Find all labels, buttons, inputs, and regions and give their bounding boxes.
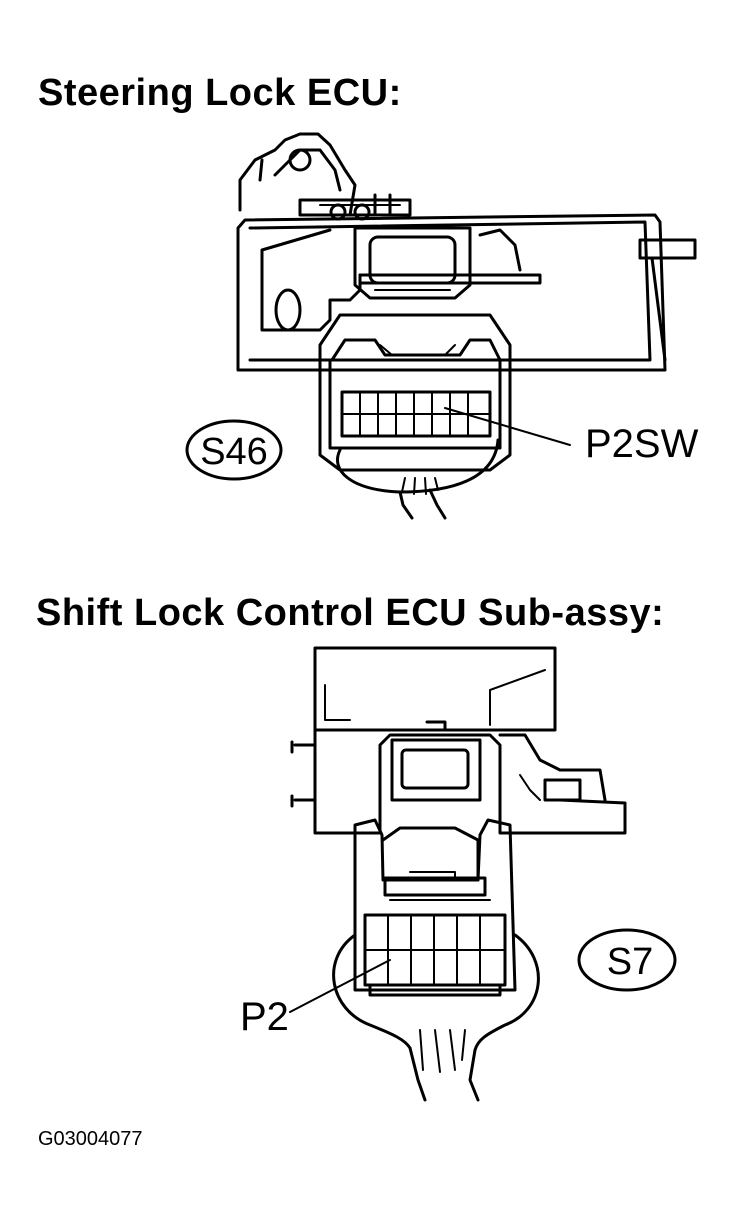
shift-lock-ecu-title: Shift Lock Control ECU Sub-assy: — [36, 592, 665, 634]
shift-ecu-receptacle — [390, 720, 482, 802]
connector-s7 — [353, 818, 517, 997]
s46-badge-text: S46 — [200, 431, 268, 473]
s7-badge-text: S7 — [607, 941, 653, 983]
shift-ecu-housing — [290, 646, 627, 835]
steering-lock-ecu-title: Steering Lock ECU: — [38, 72, 402, 114]
connector-s46 — [318, 313, 512, 472]
p2-terminal-label: P2 — [240, 995, 289, 1039]
steering-harness — [336, 438, 500, 520]
figure-code: G03004077 — [38, 1128, 143, 1150]
p2sw-terminal-label: P2SW — [585, 422, 699, 466]
p2-leader-line — [289, 959, 391, 1013]
p2sw-leader-line — [444, 407, 571, 446]
s46-badge: S46 — [185, 419, 283, 481]
steering-ecu-receptacle — [353, 226, 472, 300]
shift-harness — [332, 933, 540, 1102]
s7-badge: S7 — [577, 928, 677, 992]
